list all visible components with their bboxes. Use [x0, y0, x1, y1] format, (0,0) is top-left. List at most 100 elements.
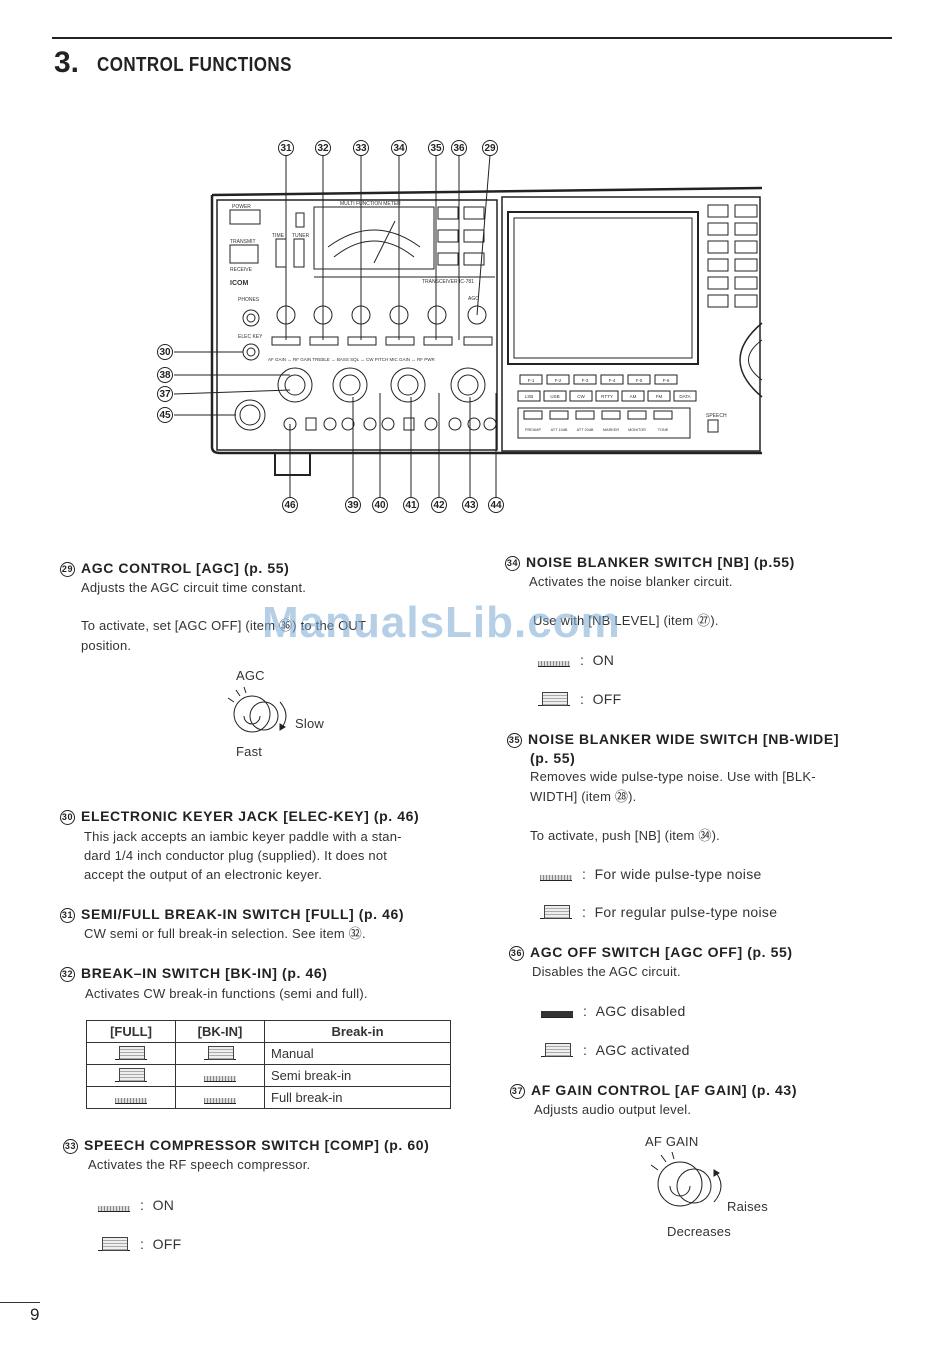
item-29-number: 29: [60, 561, 75, 577]
switch-on-icon: [540, 870, 572, 881]
page-number: 9: [30, 1305, 40, 1324]
item-33-legend-off: : OFF: [98, 1236, 181, 1252]
item-32-title: BREAK–IN SWITCH [BK-IN] (p. 46): [81, 965, 328, 981]
agc-knob-figure: AGC Slow Fast: [200, 664, 340, 764]
table-row: Manual: [86, 1042, 451, 1065]
callout-34: 34: [391, 140, 407, 156]
mode-lsb: LSB: [525, 394, 534, 399]
item-33-title: SPEECH COMPRESSOR SWITCH [COMP] (p. 60): [84, 1137, 430, 1153]
btn-monitor: MONITOR: [628, 428, 646, 432]
table-row: Semi break-in: [86, 1064, 451, 1087]
item-35-title: NOISE BLANKER WIDE SWITCH [NB-WIDE]: [528, 731, 840, 747]
callout-35: 35: [428, 140, 444, 156]
btn-att10: ATT 10dB: [551, 428, 568, 432]
callout-39: 39: [345, 497, 361, 513]
label-phones: PHONES: [238, 297, 260, 303]
mode-am: AM: [630, 394, 637, 399]
item-36-activated-label: AGC activated: [595, 1042, 690, 1058]
section-number: 3.: [54, 46, 80, 79]
switch-off-icon: [538, 691, 570, 706]
callout-32: 32: [315, 140, 331, 156]
callout-38: 38: [157, 367, 173, 383]
table-cell-full: Full break-in: [264, 1086, 451, 1109]
mode-data: DATA: [679, 394, 690, 399]
table-header-break-in: Break-in: [264, 1020, 451, 1043]
callout-33: 33: [353, 140, 369, 156]
table-header-row: [FULL] [BK-IN] Break-in: [86, 1020, 451, 1043]
item-33-number: 33: [63, 1138, 78, 1154]
section-title: CONTROL FUNCTIONS: [97, 54, 292, 76]
callout-29: 29: [482, 140, 498, 156]
item-34-title: NOISE BLANKER SWITCH [NB] (p.55): [526, 554, 795, 570]
mode-usb: USB: [550, 394, 559, 399]
switch-off-icon: [98, 1236, 130, 1251]
watermark: ManualsLib.com: [262, 598, 621, 647]
switch-on-icon: [541, 1007, 573, 1018]
label-transmit: TRANSMIT: [230, 239, 256, 245]
callout-46: 46: [282, 497, 298, 513]
af-gain-fig-title: AF GAIN: [645, 1134, 699, 1149]
item-35-regular-label: For regular pulse-type noise: [594, 904, 778, 920]
callout-42: 42: [431, 497, 447, 513]
label-elec-key: ELEC KEY: [238, 334, 263, 340]
agc-knob-icon: [227, 686, 287, 733]
page-rule: [0, 1302, 40, 1303]
item-37-desc: Adjusts audio output level.: [534, 1102, 692, 1117]
btn-preamp: PREAMP: [525, 428, 542, 432]
switch-on-icon: [175, 1086, 265, 1109]
item-33-legend-on: : ON: [98, 1197, 174, 1213]
table-header-bk-in: [BK-IN]: [175, 1020, 265, 1043]
mode-rtty: RTTY: [601, 394, 613, 399]
btn-marker: MARKER: [603, 428, 620, 432]
item-35-legend-regular: : For regular pulse-type noise: [540, 904, 777, 920]
item-29-desc-2a: To activate, set [AGC OFF] (item ㊱) to t…: [81, 618, 367, 633]
item-30-title: ELECTRONIC KEYER JACK [ELEC-KEY] (p. 46): [81, 808, 420, 824]
mode-fm: FM: [656, 394, 663, 399]
btn-att20: ATT 20dB: [577, 428, 594, 432]
callout-43: 43: [462, 497, 478, 513]
mode-cw: CW: [577, 394, 585, 399]
item-33-desc: Activates the RF speech compressor.: [88, 1157, 311, 1172]
item-34-desc: Activates the noise blanker circuit.: [529, 574, 733, 589]
item-32-number: 32: [60, 966, 75, 982]
af-gain-fig-decreases: Decreases: [667, 1224, 731, 1239]
top-rule: [52, 37, 892, 39]
item-34-desc-2: Use with [NB LEVEL] (item ㉗).: [533, 613, 719, 628]
switch-on-icon: [538, 656, 570, 667]
item-37-number: 37: [510, 1083, 525, 1099]
af-gain-knob-figure: AF GAIN Raises Decreases: [640, 1132, 790, 1242]
item-29-desc: Adjusts the AGC circuit time constant.: [81, 580, 307, 595]
item-33-heading: 33 SPEECH COMPRESSOR SWITCH [COMP] (p. 60…: [63, 1137, 429, 1154]
label-receive: RECEIVE: [230, 267, 253, 273]
switch-off-icon: [86, 1064, 176, 1087]
switch-off-icon: [541, 1042, 573, 1057]
label-model: TRANSCEIVER IC-781: [422, 279, 474, 285]
item-29-desc-2b: position.: [81, 638, 132, 653]
btn-tone: TONE: [658, 428, 669, 432]
callout-45: 45: [157, 407, 173, 423]
label-knob-row: AF GAIN ↔ RF GAIN TREBLE ↔ BASS SQL ↔ CW…: [268, 357, 436, 362]
table-header-full: [FULL]: [86, 1020, 176, 1043]
label-meter: MULTI FUNCTION METER: [340, 201, 401, 207]
item-35-legend-wide: : For wide pulse-type noise: [540, 866, 762, 882]
item-35-desc-2: WIDTH] (item ㉘).: [530, 789, 637, 804]
switch-off-icon: [86, 1042, 176, 1065]
item-35-heading-page: (p. 55): [530, 750, 576, 766]
switch-off-icon: [540, 904, 572, 919]
item-31-desc: CW semi or full break-in selection. See …: [84, 926, 366, 941]
switch-on-icon: [98, 1201, 130, 1212]
item-30-desc-2: dard 1/4 inch conductor plug (supplied).…: [84, 848, 388, 863]
item-33-on-label: ON: [152, 1197, 175, 1213]
front-panel-diagram: POWER TRANSMIT RECEIVE TIME TUNER MULTI …: [173, 154, 763, 497]
label-brand: ICOM: [230, 280, 248, 287]
fkey-1: F-1: [528, 378, 535, 383]
callout-31: 31: [278, 140, 294, 156]
item-36-number: 36: [509, 945, 524, 961]
item-35-wide-label: For wide pulse-type noise: [594, 866, 762, 882]
item-32-desc: Activates CW break-in functions (semi an…: [85, 986, 368, 1001]
switch-on-icon: [86, 1086, 176, 1109]
